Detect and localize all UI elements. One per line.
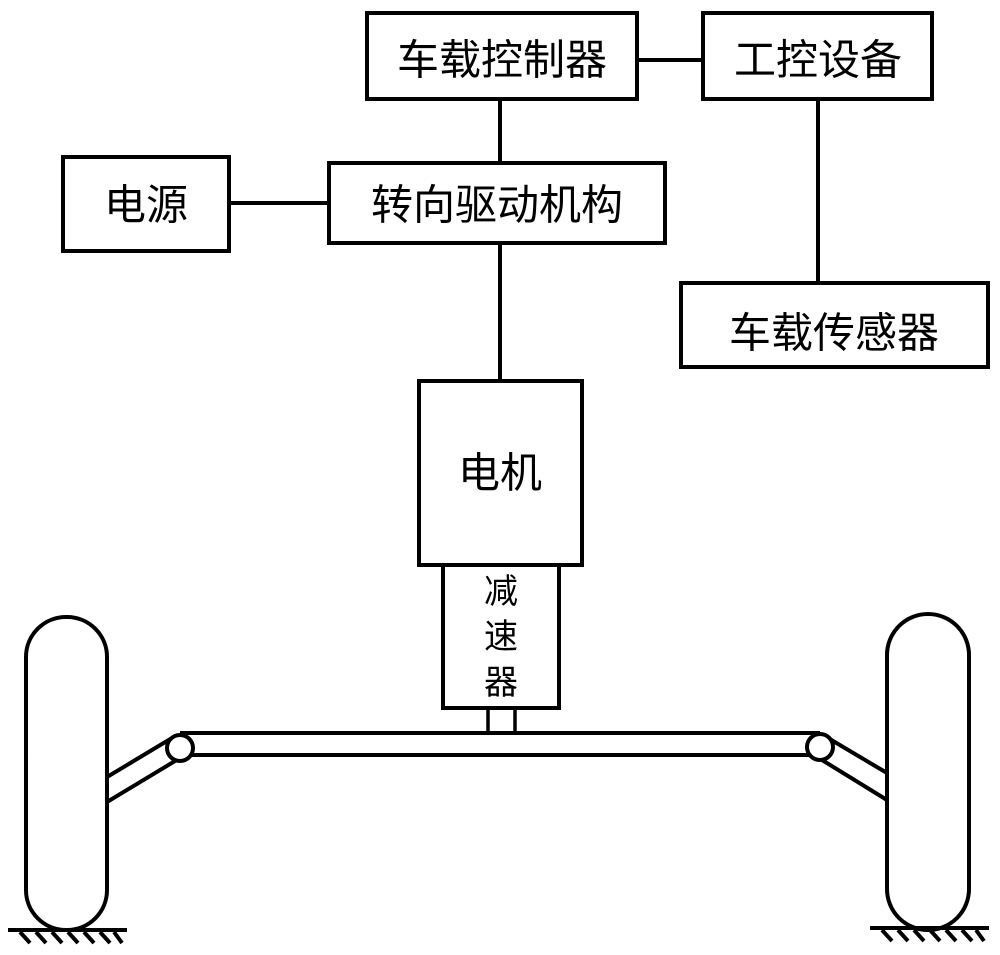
node-label-char: 减 xyxy=(484,572,518,612)
node-label-char: 速 xyxy=(484,617,518,657)
right-joint xyxy=(805,732,835,762)
node-power-supply: 电源 xyxy=(61,155,231,253)
right-wheel xyxy=(885,612,971,932)
reducer-axle-coupling xyxy=(486,708,517,733)
node-label: 车载传感器 xyxy=(729,309,939,358)
steering-axle xyxy=(180,731,820,757)
left-ground xyxy=(8,928,127,945)
node-label: 电源 xyxy=(104,181,188,230)
node-label: 电机 xyxy=(458,449,542,498)
node-label-char: 器 xyxy=(484,663,518,703)
left-wheel xyxy=(24,615,109,932)
node-label: 车载控制器 xyxy=(397,36,607,85)
node-industrial-control: 工控设备 xyxy=(701,11,934,101)
node-label: 转向驱动机构 xyxy=(371,181,623,230)
node-vehicle-controller: 车载控制器 xyxy=(365,11,639,101)
right-ground xyxy=(870,926,989,943)
right-knuckle-arm xyxy=(820,736,889,802)
node-reducer: 减 速 器 xyxy=(441,563,561,710)
left-knuckle-arm xyxy=(105,736,182,804)
left-joint xyxy=(165,733,195,763)
node-vehicle-sensor: 车载传感器 xyxy=(679,281,990,369)
node-label: 工控设备 xyxy=(734,36,902,85)
node-steering-drive: 转向驱动机构 xyxy=(327,161,667,245)
node-motor: 电机 xyxy=(417,379,584,567)
